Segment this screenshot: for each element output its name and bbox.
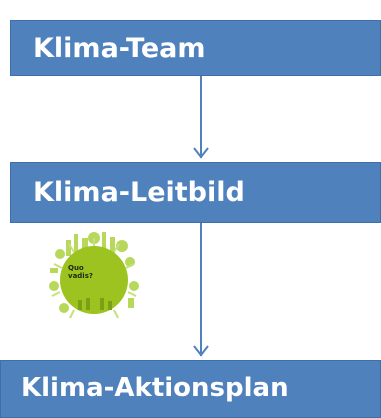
globe-city-icon xyxy=(49,232,139,319)
step-label: Klima-Leitbild xyxy=(33,177,245,208)
quo-vadis-logo: Quo vadis? xyxy=(44,228,142,326)
step-label: Klima-Aktionsplan xyxy=(21,373,289,403)
arrow-leitbild-to-aktionsplan xyxy=(193,223,209,357)
step-klima-team: Klima-Team xyxy=(10,20,381,76)
arrow-team-to-leitbild xyxy=(193,76,209,159)
step-label: Klima-Team xyxy=(33,32,206,64)
logo-text: Quo vadis? xyxy=(68,264,93,280)
step-klima-leitbild: Klima-Leitbild xyxy=(10,162,381,223)
step-klima-aktionsplan: Klima-Aktionsplan xyxy=(0,360,381,418)
logo-text-line2: vadis? xyxy=(68,272,93,280)
logo-text-line1: Quo xyxy=(68,264,84,272)
